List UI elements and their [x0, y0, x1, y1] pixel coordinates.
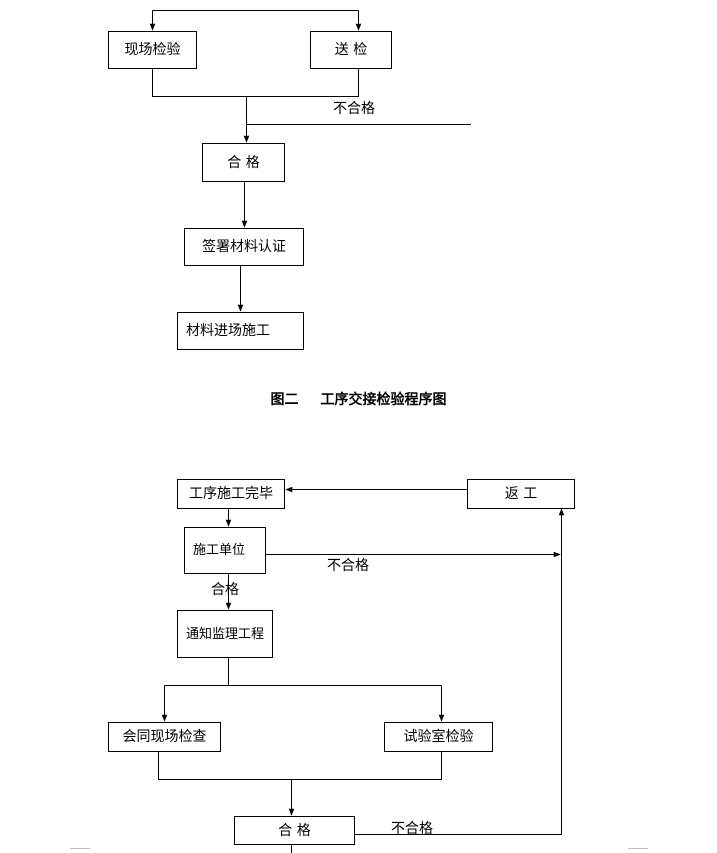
qualified-box-1: 合 格 [202, 143, 285, 182]
unqualified-label-1: 不合格 [333, 101, 375, 117]
qualified-edge-label: 合格 [211, 582, 239, 598]
figure-caption: 图二 工序交接检验程序图 [0, 389, 717, 409]
feedback-line [354, 508, 565, 835]
merge-line-2 [158, 751, 442, 780]
figure-title: 工序交接检验程序图 [320, 392, 447, 408]
process-complete-box: 工序施工完毕 [177, 479, 285, 509]
unqualified-label-2: 不合格 [327, 558, 369, 574]
crop-mark-left [70, 848, 90, 849]
joint-inspection-box: 会同现场检查 [108, 722, 221, 752]
material-entry-box: 材料进场施工 [177, 312, 304, 350]
notify-supervisor-box: 通知监理工程 [177, 610, 273, 658]
sign-certification-box: 签署材料认证 [184, 228, 304, 266]
qualified-box-2: 合 格 [234, 816, 355, 845]
merge-line-1 [152, 68, 359, 97]
onsite-inspection-box: 现场检验 [108, 31, 197, 69]
lab-inspection-box: 试验室检验 [384, 722, 493, 752]
construction-unit-box: 施工单位 [184, 527, 266, 574]
send-inspection-box: 送 检 [310, 31, 392, 69]
crop-mark-right [628, 848, 648, 849]
unqualified-label-3: 不合格 [391, 821, 433, 837]
rework-box: 返 工 [467, 479, 575, 509]
figure-number: 图二 [270, 392, 299, 408]
